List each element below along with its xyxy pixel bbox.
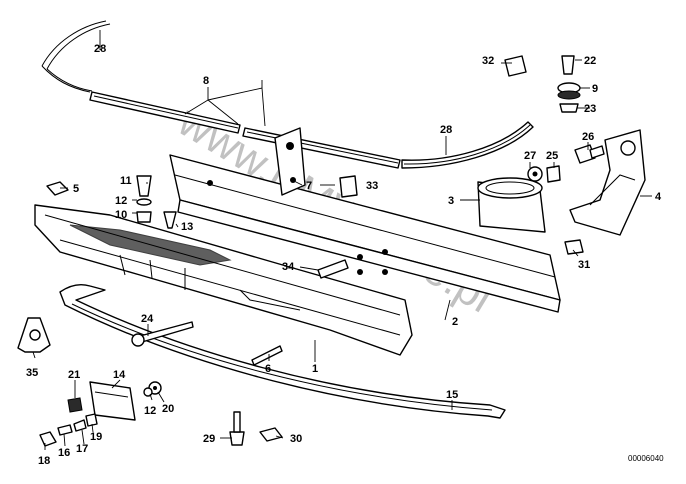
- label-11: 11: [120, 175, 132, 187]
- label-21: 21: [68, 369, 80, 381]
- label-10: 10: [115, 209, 127, 221]
- bolt-24: [131, 321, 194, 347]
- label-8: 8: [203, 75, 209, 87]
- label-12-top: 12: [115, 195, 127, 207]
- trim-strip-right: [401, 121, 534, 169]
- leader-lines: [32, 30, 652, 450]
- label-12-bottom: 12: [144, 405, 156, 417]
- bolt-6: [251, 345, 283, 366]
- label-23: 23: [584, 103, 596, 115]
- label-4: 4: [655, 191, 662, 203]
- clip-21: [67, 397, 83, 413]
- label-16: 16: [58, 447, 70, 459]
- label-14: 14: [113, 369, 126, 381]
- label-28-top: 28: [94, 43, 106, 55]
- buffer-35: [17, 317, 51, 353]
- bracket-housing: [477, 177, 546, 233]
- label-19: 19: [90, 431, 102, 443]
- label-6: 6: [265, 363, 271, 375]
- label-24: 24: [141, 313, 154, 325]
- label-32: 32: [482, 55, 494, 67]
- label-5: 5: [73, 183, 79, 195]
- bracket-32: [504, 55, 527, 77]
- label-15: 15: [446, 389, 458, 401]
- label-17: 17: [76, 443, 88, 455]
- label-31: 31: [578, 259, 590, 271]
- label-26: 26: [582, 131, 594, 143]
- label-22: 22: [584, 55, 596, 67]
- lower-trim-strip: [59, 283, 506, 419]
- label-2: 2: [452, 316, 458, 328]
- label-20: 20: [162, 403, 174, 415]
- bolt-26: [574, 144, 605, 164]
- label-29: 29: [203, 433, 215, 445]
- bumper-beam: [169, 154, 561, 313]
- label-25: 25: [546, 150, 558, 162]
- washer-12-lower: [143, 387, 153, 397]
- mounting-bracket-right: [569, 129, 646, 236]
- diagram-code: 00006040: [628, 454, 664, 463]
- label-7: 7: [306, 180, 312, 192]
- label-27: 27: [524, 150, 536, 162]
- clip-30: [259, 427, 283, 442]
- label-34: 34: [282, 261, 295, 273]
- nuts-27-25: [527, 165, 561, 183]
- label-9: 9: [592, 83, 598, 95]
- bolt-31: [564, 239, 584, 255]
- label-30: 30: [290, 433, 302, 445]
- screw-29: [229, 411, 245, 446]
- screw-stack-left: [136, 175, 177, 229]
- label-18: 18: [38, 455, 50, 467]
- spacer-34: [317, 259, 349, 279]
- trim-strip-left: [41, 20, 111, 93]
- plate-7: [274, 127, 306, 196]
- label-35: 35: [26, 367, 38, 379]
- clip-5: [46, 181, 69, 196]
- reflector-14: [89, 381, 136, 421]
- label-13: 13: [181, 221, 193, 233]
- label-28-right: 28: [440, 124, 452, 136]
- label-1: 1: [312, 363, 318, 375]
- plate-33: [339, 175, 358, 198]
- label-33: 33: [366, 180, 378, 192]
- fasteners-lower-left: [39, 413, 98, 447]
- label-3: 3: [448, 195, 454, 207]
- lower-support: [34, 204, 413, 356]
- stack-22-9-23: [557, 55, 581, 113]
